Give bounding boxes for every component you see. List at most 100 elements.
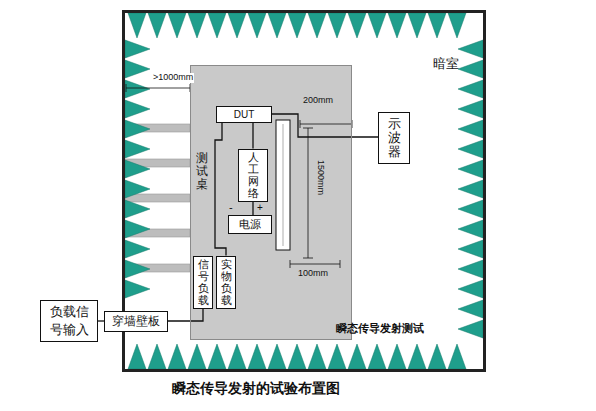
- dimension-line: [308, 128, 309, 258]
- figure-caption: 瞬态传导发射的试验布置图: [172, 381, 340, 396]
- dimension-label: 1500mm: [315, 160, 325, 195]
- artificial-network-box: 人工网络: [238, 149, 268, 202]
- cable-connector: [252, 202, 253, 216]
- absorber-cone: [448, 13, 466, 38]
- absorber-cone: [458, 240, 483, 258]
- absorber-cone: [388, 344, 406, 369]
- absorber-cone: [458, 40, 483, 58]
- dimension-line: [126, 84, 127, 92]
- dimension-line: [290, 264, 340, 265]
- test-name-label: 瞬态传导发射测试: [336, 322, 424, 334]
- oscilloscope-label: 示波器: [388, 117, 401, 160]
- absorber-cone: [188, 13, 206, 38]
- absorber-cone: [408, 13, 426, 38]
- table-support-bar: [125, 194, 190, 202]
- cable-connector: [168, 309, 203, 322]
- absorber-cone: [328, 344, 346, 369]
- absorber-cone: [125, 140, 150, 158]
- absorber-cone: [125, 40, 150, 58]
- wall-panel-box: 穿墙壁板: [104, 311, 168, 332]
- absorber-cone: [268, 13, 286, 38]
- cable-connector: [252, 123, 253, 149]
- absorber-cone: [458, 300, 483, 318]
- absorber-cone: [125, 80, 150, 98]
- absorber-cone: [458, 200, 483, 218]
- absorber-cone: [125, 160, 150, 178]
- dimension-line: [340, 260, 341, 268]
- absorber-cone: [125, 180, 150, 198]
- absorber-cone: [348, 13, 366, 38]
- absorber-cone: [448, 344, 466, 369]
- absorber-cone: [458, 100, 483, 118]
- absorber-cone: [208, 344, 226, 369]
- cable-harness-bundle: [276, 120, 290, 250]
- absorber-cone: [288, 344, 306, 369]
- power-supply-box: 电源: [228, 215, 272, 234]
- absorber-cone: [458, 320, 483, 338]
- load-signal-input-label: 负载信号输入: [50, 303, 89, 339]
- absorber-cone: [208, 13, 226, 38]
- absorber-cone: [125, 120, 150, 138]
- real-load-box: 实物负载: [216, 256, 236, 309]
- absorber-cone: [125, 260, 150, 278]
- cable-connector: [272, 114, 378, 137]
- absorber-cone: [125, 240, 150, 258]
- test-table-label: 测试桌: [196, 152, 208, 192]
- absorber-cone: [368, 13, 386, 38]
- absorber-cone: [458, 180, 483, 198]
- dut-label: DUT: [234, 109, 255, 120]
- dimension-label: 100mm: [298, 269, 328, 279]
- dimension-line: [303, 258, 313, 259]
- absorber-cone: [458, 140, 483, 158]
- dimension-label: >1000mm: [152, 73, 194, 83]
- polarity-mark: -: [229, 201, 233, 213]
- absorber-cone: [388, 13, 406, 38]
- oscilloscope-box: 示波器: [378, 112, 410, 164]
- absorber-cone: [458, 280, 483, 298]
- anechoic-chamber: 暗室测试桌DUT人工网络电源信号负载实物负载示波器: [122, 10, 486, 372]
- dimension-line: [300, 124, 352, 125]
- absorber-cone: [428, 344, 446, 369]
- absorber-cone: [458, 160, 483, 178]
- test-table-surface: [190, 65, 352, 340]
- load-signal-input-box: 负载信号输入: [40, 300, 98, 342]
- absorber-cone: [458, 80, 483, 98]
- absorber-cone: [248, 344, 266, 369]
- cable-connector: [215, 123, 226, 256]
- anechoic-chamber-label: 暗室: [433, 55, 459, 73]
- dimension-label: 200mm: [303, 96, 333, 106]
- dimension-line: [300, 120, 301, 128]
- absorber-cone: [128, 13, 146, 38]
- dimension-line: [303, 128, 313, 129]
- absorber-cone: [458, 120, 483, 138]
- absorber-cone: [125, 200, 150, 218]
- dimension-line: [126, 88, 190, 89]
- absorber-cone: [125, 220, 150, 238]
- absorber-cone: [148, 13, 166, 38]
- power-supply-label: 电源: [239, 217, 261, 232]
- polarity-mark: +: [257, 202, 263, 213]
- absorber-cone: [458, 220, 483, 238]
- absorber-cone: [148, 344, 166, 369]
- absorber-cone: [428, 13, 446, 38]
- absorber-cone: [125, 60, 150, 78]
- absorber-cone: [125, 100, 150, 118]
- absorber-cone: [248, 13, 266, 38]
- absorber-cone: [328, 13, 346, 38]
- absorber-cone: [408, 344, 426, 369]
- absorber-cone: [458, 260, 483, 278]
- absorber-cone: [188, 344, 206, 369]
- real-load-label: 实物负载: [221, 258, 232, 306]
- absorber-cone: [288, 13, 306, 38]
- dimension-line: [290, 260, 291, 268]
- absorber-cone: [368, 344, 386, 369]
- absorber-cone: [458, 60, 483, 78]
- absorber-cone: [228, 13, 246, 38]
- absorber-cone: [168, 13, 186, 38]
- artificial-network-label: 人工网络: [248, 151, 259, 199]
- absorber-cone: [125, 13, 483, 369]
- wall-panel-label: 穿墙壁板: [112, 313, 160, 330]
